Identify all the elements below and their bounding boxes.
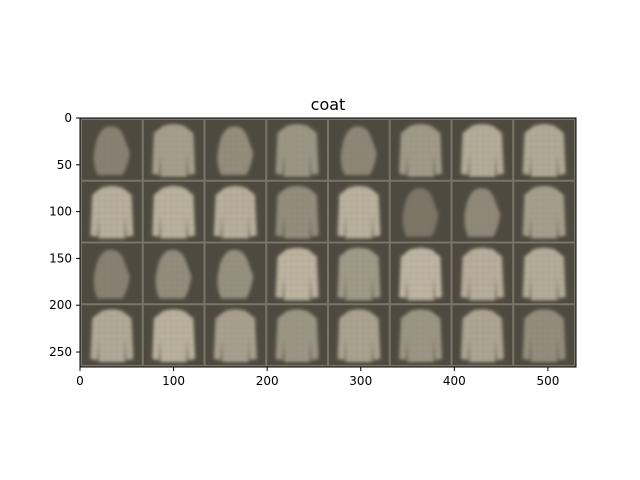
generated-sample-tile	[143, 305, 204, 365]
generated-sample-tile	[267, 305, 327, 365]
x-axis: 0 100 200 300 400 500	[76, 367, 559, 388]
generated-sample-tile	[205, 243, 266, 304]
generated-sample-tile	[390, 305, 451, 365]
generated-sample-tile	[390, 243, 451, 304]
generated-sample-tile	[514, 120, 574, 180]
generated-sample-tile	[82, 120, 142, 180]
generated-sample-tile	[514, 243, 574, 304]
x-tick-label: 200	[256, 374, 279, 388]
generated-sample-tile	[452, 120, 513, 180]
x-tick-label: 300	[349, 374, 372, 388]
generated-sample-tile	[390, 181, 451, 242]
generated-sample-tile	[390, 120, 451, 180]
image-grid	[80, 118, 576, 367]
y-tick-label: 150	[49, 251, 72, 265]
generated-sample-tile	[329, 181, 389, 242]
generated-sample-tile	[329, 120, 389, 180]
generated-sample-tile	[329, 243, 389, 304]
axes-frame	[79, 117, 577, 368]
generated-sample-tile	[329, 305, 389, 365]
x-tick-label: 100	[162, 374, 185, 388]
generated-sample-tile	[514, 305, 574, 365]
generated-sample-tile	[82, 305, 142, 365]
y-axis: 0 50 100 150 200 250	[49, 111, 80, 359]
x-tick-label: 0	[76, 374, 84, 388]
y-tick-label: 200	[49, 298, 72, 312]
generated-sample-tile	[267, 181, 327, 242]
generated-sample-tile	[452, 181, 513, 242]
generated-sample-tile	[267, 120, 327, 180]
generated-sample-tile	[205, 120, 266, 180]
generated-sample-tile	[82, 181, 142, 242]
y-tick-label: 100	[49, 205, 72, 219]
plot-title: coat	[311, 95, 346, 114]
y-tick-label: 250	[49, 345, 72, 359]
generated-sample-tile	[267, 243, 327, 304]
generated-sample-tile	[143, 120, 204, 180]
generated-sample-tile	[452, 305, 513, 365]
generated-sample-tile	[82, 243, 142, 304]
x-tick-label: 400	[443, 374, 466, 388]
generated-sample-tile	[143, 243, 204, 304]
generated-sample-tile	[205, 305, 266, 365]
x-tick-label: 500	[536, 374, 559, 388]
generated-sample-tile	[452, 243, 513, 304]
generated-sample-tile	[514, 181, 574, 242]
y-tick-label: 0	[64, 111, 72, 125]
generated-sample-tile	[143, 181, 204, 242]
generated-sample-tile	[205, 181, 266, 242]
y-tick-label: 50	[57, 158, 72, 172]
